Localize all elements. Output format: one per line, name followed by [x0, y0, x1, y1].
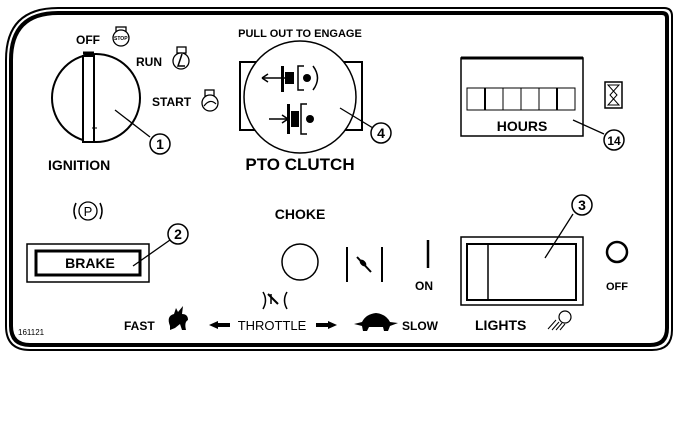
svg-text:1: 1 [156, 136, 164, 152]
throttle-arrow-right-icon [316, 321, 337, 329]
pto-clutch-knob[interactable] [239, 40, 363, 154]
pto-header: PULL OUT TO ENGAGE [238, 28, 362, 40]
callout-14: 14 [603, 129, 625, 151]
callout-1: 1 [149, 133, 171, 155]
hour-meter: HOURS [460, 56, 584, 137]
throttle-open-icon [262, 291, 288, 310]
ignition-run-label: RUN [136, 55, 162, 69]
turtle-icon [354, 313, 398, 331]
lights-off-label: OFF [606, 281, 628, 293]
rabbit-icon [168, 306, 188, 330]
hourglass-icon [604, 81, 623, 109]
engine-start-icon [201, 89, 219, 112]
callout-4: 4 [370, 122, 392, 144]
ignition-label: IGNITION [48, 157, 110, 173]
ignition-start-label: START [152, 95, 192, 109]
svg-text:STOP: STOP [114, 36, 128, 42]
brake-label: BRAKE [65, 255, 115, 271]
throttle-label: THROTTLE [238, 318, 307, 333]
hour-meter-label: HOURS [497, 118, 548, 134]
engine-run-icon [172, 46, 190, 70]
lights-label: LIGHTS [475, 317, 526, 333]
headlight-icon [547, 310, 572, 331]
parking-brake-icon: P [73, 201, 103, 221]
hour-meter-digits [466, 87, 576, 111]
svg-text:3: 3 [578, 197, 586, 213]
choke-throttle-knob[interactable] [281, 243, 319, 281]
choke-label: CHOKE [275, 206, 326, 222]
choke-closed-icon [346, 247, 383, 282]
svg-text:2: 2 [174, 226, 182, 242]
pto-engage-icon [269, 103, 314, 135]
pto-disengage-icon [261, 65, 319, 92]
svg-text:14: 14 [607, 134, 621, 148]
pto-label: PTO CLUTCH [245, 155, 354, 174]
figure-code: 161121 [18, 328, 45, 337]
lights-off-indicator [605, 240, 629, 264]
ignition-switch[interactable] [51, 51, 141, 143]
svg-text:P: P [84, 204, 93, 219]
brake-switch[interactable]: BRAKE [26, 243, 150, 283]
throttle-arrow-left-icon [209, 321, 230, 329]
choke-on-label: ON [415, 279, 433, 293]
engine-stop-icon: STOP [112, 26, 130, 47]
throttle-fast-label: FAST [124, 319, 155, 333]
svg-text:4: 4 [377, 125, 385, 141]
callout-3: 3 [571, 194, 593, 216]
callout-2: 2 [167, 223, 189, 245]
throttle-slow-label: SLOW [402, 319, 439, 333]
lights-switch[interactable] [460, 236, 584, 306]
ignition-off-label: OFF [76, 33, 100, 47]
